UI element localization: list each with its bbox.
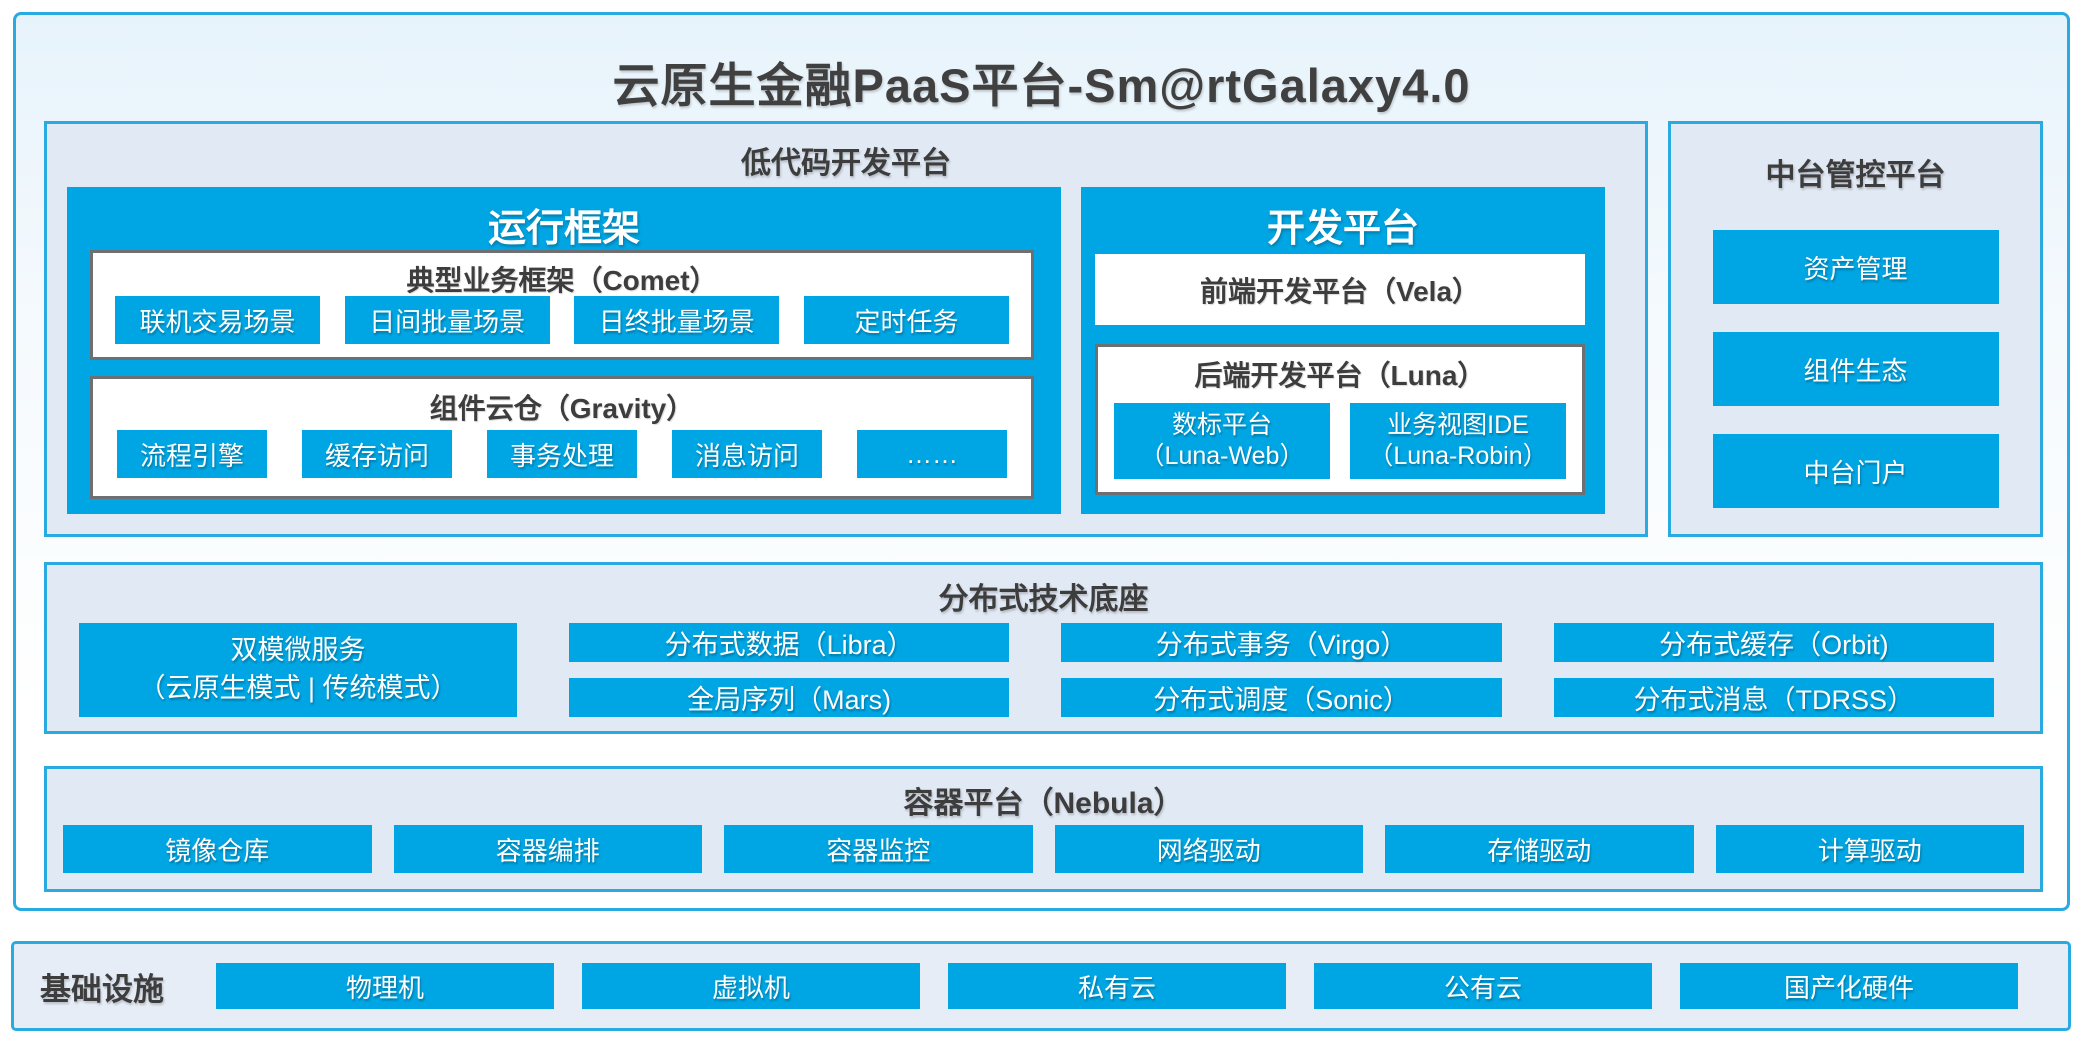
block-message-access: 消息访问 (672, 430, 822, 478)
distributed-base-panel: 分布式技术底座 双模微服务 （云原生模式 | 传统模式） 分布式数据（Libra… (44, 562, 2043, 734)
frontend-dev-title: 前端开发平台（Vela） (1199, 275, 1481, 307)
page-title: 云原生金融PaaS平台-Sm@rtGalaxy4.0 (612, 59, 1471, 112)
block-container-monitoring: 容器监控 (724, 825, 1033, 873)
block-cache-access: 缓存访问 (302, 430, 452, 478)
dev-platform-title: 开发平台 (1266, 208, 1419, 250)
comet-framework-box: 典型业务框架（Comet） 联机交易场景 日间批量场景 日终批量场景 定时任务 (90, 250, 1034, 360)
low-code-platform-panel: 低代码开发平台 运行框架 典型业务框架（Comet） 联机交易场景 日间批量场景… (44, 121, 1648, 537)
gravity-blocks-row: 流程引擎 缓存访问 事务处理 消息访问 …… (117, 430, 1007, 478)
mid-platform-title: 中台管控平台 (1765, 159, 1946, 192)
gravity-warehouse-box: 组件云仓（Gravity） 流程引擎 缓存访问 事务处理 消息访问 …… (90, 376, 1034, 499)
container-platform-panel: 容器平台（Nebula） 镜像仓库 容器编排 容器监控 网络驱动 存储驱动 计算… (44, 766, 2043, 892)
block-virtual-machine: 虚拟机 (582, 963, 920, 1009)
block-distributed-scheduling: 分布式调度（Sonic） (1061, 678, 1502, 717)
block-domestic-hardware: 国产化硬件 (1680, 963, 2018, 1009)
runtime-framework-title: 运行框架 (487, 208, 640, 250)
block-storage-driver: 存储驱动 (1385, 825, 1694, 873)
infrastructure-panel: 基础设施 物理机 虚拟机 私有云 公有云 国产化硬件 (11, 941, 2071, 1031)
block-online-trading: 联机交易场景 (115, 296, 320, 344)
block-ellipsis: …… (857, 430, 1007, 478)
runtime-framework-panel: 运行框架 典型业务框架（Comet） 联机交易场景 日间批量场景 日终批量场景 … (67, 187, 1061, 514)
block-physical-machine: 物理机 (216, 963, 554, 1009)
infrastructure-blocks: 物理机 虚拟机 私有云 公有云 国产化硬件 (216, 963, 2018, 1009)
block-public-cloud: 公有云 (1314, 963, 1652, 1009)
platform-container: 云原生金融PaaS平台-Sm@rtGalaxy4.0 低代码开发平台 运行框架 … (13, 12, 2070, 911)
block-business-view-ide: 业务视图IDE （Luna-Robin） (1350, 403, 1566, 479)
block-distributed-messaging: 分布式消息（TDRSS） (1553, 678, 1994, 717)
container-blocks-row: 镜像仓库 容器编排 容器监控 网络驱动 存储驱动 计算驱动 (63, 825, 2024, 873)
block-eod-batch: 日终批量场景 (574, 296, 780, 344)
block-midplatform-portal: 中台门户 (1712, 434, 1999, 508)
block-global-sequence: 全局序列（Mars) (569, 678, 1010, 717)
block-compute-driver: 计算驱动 (1715, 825, 2024, 873)
distributed-base-title: 分布式技术底座 (938, 583, 1149, 616)
infrastructure-row: 基础设施 物理机 虚拟机 私有云 公有云 国产化硬件 (14, 944, 2068, 1028)
gravity-warehouse-title: 组件云仓（Gravity） (429, 393, 695, 424)
block-distributed-data: 分布式数据（Libra） (569, 623, 1010, 662)
block-distributed-cache: 分布式缓存（Orbit) (1553, 623, 1994, 662)
block-label-line1: 数标平台 (1171, 410, 1272, 439)
comet-blocks-row: 联机交易场景 日间批量场景 日终批量场景 定时任务 (115, 296, 1009, 344)
block-asset-management: 资产管理 (1712, 230, 1999, 304)
mid-platform-panel: 中台管控平台 资产管理 组件生态 中台门户 (1668, 121, 2043, 537)
block-data-standard-platform: 数标平台 （Luna-Web） (1114, 403, 1330, 479)
block-label-line1: 双模微服务 (230, 635, 366, 666)
backend-blocks-row: 数标平台 （Luna-Web） 业务视图IDE （Luna-Robin） (1114, 403, 1566, 479)
block-label-line2: （Luna-Web） (1139, 442, 1305, 470)
block-dual-mode-microservice: 双模微服务 （云原生模式 | 传统模式） (79, 623, 517, 717)
low-code-platform-title: 低代码开发平台 (741, 147, 951, 180)
frontend-dev-box: 前端开发平台（Vela） (1095, 254, 1585, 325)
container-platform-title: 容器平台（Nebula） (903, 787, 1184, 820)
dev-platform-panel: 开发平台 前端开发平台（Vela） 后端开发平台（Luna） 数标平台 （Lun… (1081, 187, 1605, 514)
block-label-line1: 业务视图IDE (1387, 410, 1529, 439)
block-label-line2: （Luna-Robin） (1368, 442, 1548, 470)
block-label-line2: （云原生模式 | 传统模式） (138, 673, 458, 703)
block-image-registry: 镜像仓库 (63, 825, 372, 873)
block-distributed-transaction: 分布式事务（Virgo） (1061, 623, 1502, 662)
block-container-orchestration: 容器编排 (393, 825, 702, 873)
block-network-driver: 网络驱动 (1054, 825, 1363, 873)
block-process-engine: 流程引擎 (117, 430, 267, 478)
backend-dev-box: 后端开发平台（Luna） 数标平台 （Luna-Web） 业务视图IDE （Lu… (1095, 344, 1585, 495)
block-component-ecosystem: 组件生态 (1712, 332, 1999, 406)
distributed-blocks-grid: 双模微服务 （云原生模式 | 传统模式） 分布式数据（Libra） 分布式事务（… (79, 623, 1994, 717)
infrastructure-title: 基础设施 (40, 971, 164, 1007)
block-scheduled-task: 定时任务 (803, 296, 1009, 344)
mid-platform-blocks: 资产管理 组件生态 中台门户 (1671, 230, 2040, 508)
comet-framework-title: 典型业务框架（Comet） (406, 265, 718, 296)
backend-dev-title: 后端开发平台（Luna） (1194, 360, 1486, 391)
block-transaction-processing: 事务处理 (487, 430, 637, 478)
block-private-cloud: 私有云 (948, 963, 1286, 1009)
block-daytime-batch: 日间批量场景 (344, 296, 550, 344)
